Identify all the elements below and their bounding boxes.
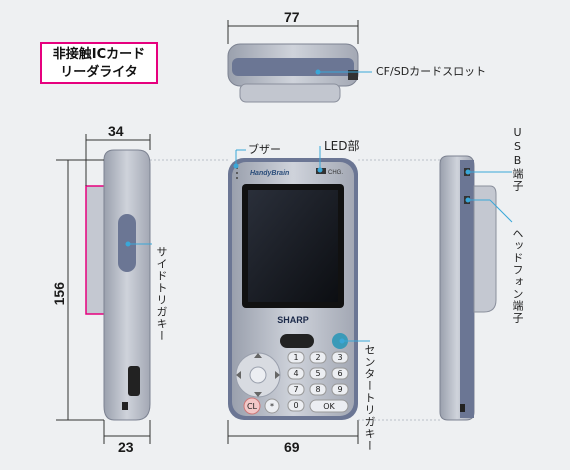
right-side-view — [439, 155, 497, 421]
dim-side-bottom: 23 — [118, 439, 134, 455]
key-5: 5 — [315, 369, 320, 378]
key-ok: OK — [323, 402, 335, 411]
side-trigger-label: サイドトリガキー — [155, 246, 168, 342]
extension-lines — [150, 159, 440, 421]
key-8: 8 — [315, 385, 320, 394]
key-2: 2 — [315, 353, 320, 362]
key-9: 9 — [337, 385, 342, 394]
key-cl: CL — [247, 402, 258, 411]
dim-side-depth: 34 — [108, 123, 124, 139]
key-star: * — [270, 402, 274, 411]
ic-reader-label: 非接触ICカード リーダライタ — [40, 42, 158, 84]
chg-label: CHG. — [328, 170, 343, 176]
ic-reader-line2: リーダライタ — [60, 65, 138, 80]
left-side-view — [85, 149, 151, 421]
dim-top-width: 77 — [284, 9, 300, 25]
key-7: 7 — [293, 385, 298, 394]
dim-front-width: 69 — [284, 439, 300, 455]
front-view — [228, 158, 358, 420]
callout-leaders — [125, 69, 513, 344]
buzzer-label: ブザー — [248, 143, 281, 156]
ic-reader-line1: 非接触ICカード — [52, 47, 146, 62]
led-label: LED部 — [324, 139, 360, 153]
top-view — [227, 43, 359, 103]
key-1: 1 — [293, 353, 298, 362]
key-4: 4 — [293, 369, 298, 378]
key-0: 0 — [293, 401, 298, 410]
key-6: 6 — [337, 369, 342, 378]
usb-port-label: USB端子 — [511, 126, 524, 192]
cf-sd-slot-label: CF/SDカードスロット — [376, 65, 487, 78]
model-logo: HandyBrain — [250, 170, 289, 177]
key-3: 3 — [337, 353, 342, 362]
center-trigger-label: センタートリガキー — [363, 344, 376, 452]
dim-height: 156 — [51, 282, 67, 306]
headphone-port-label: ヘッドフォン端子 — [511, 228, 524, 324]
dimension-lines — [56, 20, 359, 444]
brand-logo: SHARP — [277, 315, 309, 325]
